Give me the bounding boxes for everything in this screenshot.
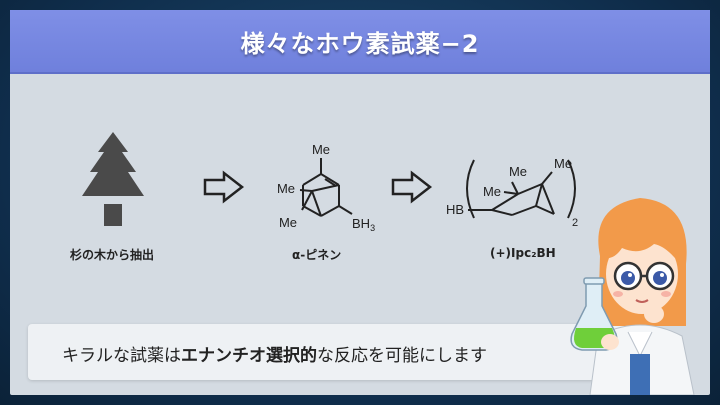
arrow-right-icon [391,170,433,204]
methyl-label: Me [483,184,501,199]
tree-icon [82,132,144,226]
product-caption: (+)Ipc₂BH [490,246,556,260]
methyl-label: Me [554,156,572,171]
methyl-label: Me [312,142,330,157]
methyl-label: Me [277,181,295,196]
hb-label: HB [446,202,464,217]
scientist-character-illustration [570,198,695,395]
emphasis-text: エナンチオ選択的 [181,346,317,366]
subscript-2: 2 [572,217,578,229]
slide-panel: 様々なホウ素試薬−2 杉の木から抽出 Me Me [10,10,710,395]
alpha-pinene-structure: Me Me Me BH3 [277,142,375,233]
methyl-label: Me [279,215,297,230]
ipc2bh-structure: HB 2 Me Me Me [446,156,578,229]
message-box: キラルな試薬はエナンチオ選択的な反応を可能にします [28,324,628,380]
pinene-caption: α-ピネン [292,248,342,262]
title-bar: 様々なホウ素試薬−2 [10,10,710,74]
arrow-right-icon [203,170,245,204]
methyl-label: Me [509,164,527,179]
message-text: キラルな試薬はエナンチオ選択的な反応を可能にします [62,346,487,366]
bh3-label: BH3 [352,216,375,233]
tree-caption: 杉の木から抽出 [70,248,155,262]
slide-title: 様々なホウ素試薬−2 [240,30,480,58]
